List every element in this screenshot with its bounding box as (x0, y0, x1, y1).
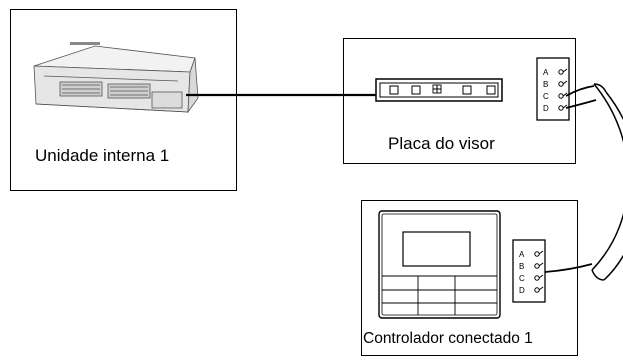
controller-terminal-block: A B C D (512, 239, 546, 303)
wired-controller (378, 210, 501, 319)
display-board-connector (375, 78, 503, 102)
indoor-unit-illustration (33, 42, 199, 114)
controller-terminal-a: A (519, 250, 525, 259)
controller-terminal-c: C (519, 274, 525, 283)
indoor-unit-label: Unidade interna 1 (35, 146, 170, 165)
display-terminal-block: A B C D (536, 57, 570, 121)
display-terminal-b: B (543, 80, 548, 89)
display-terminal-c: C (543, 92, 549, 101)
controller-terminal-d: D (519, 286, 525, 295)
controller-label: Controlador conectado 1 (363, 330, 533, 347)
display-terminal-d: D (543, 104, 549, 113)
display-board-label: Placa do visor (388, 134, 495, 153)
controller-screen (402, 231, 471, 267)
controller-terminal-b: B (519, 262, 524, 271)
display-terminal-a: A (543, 68, 549, 77)
cable-display-to-controller (544, 83, 623, 281)
